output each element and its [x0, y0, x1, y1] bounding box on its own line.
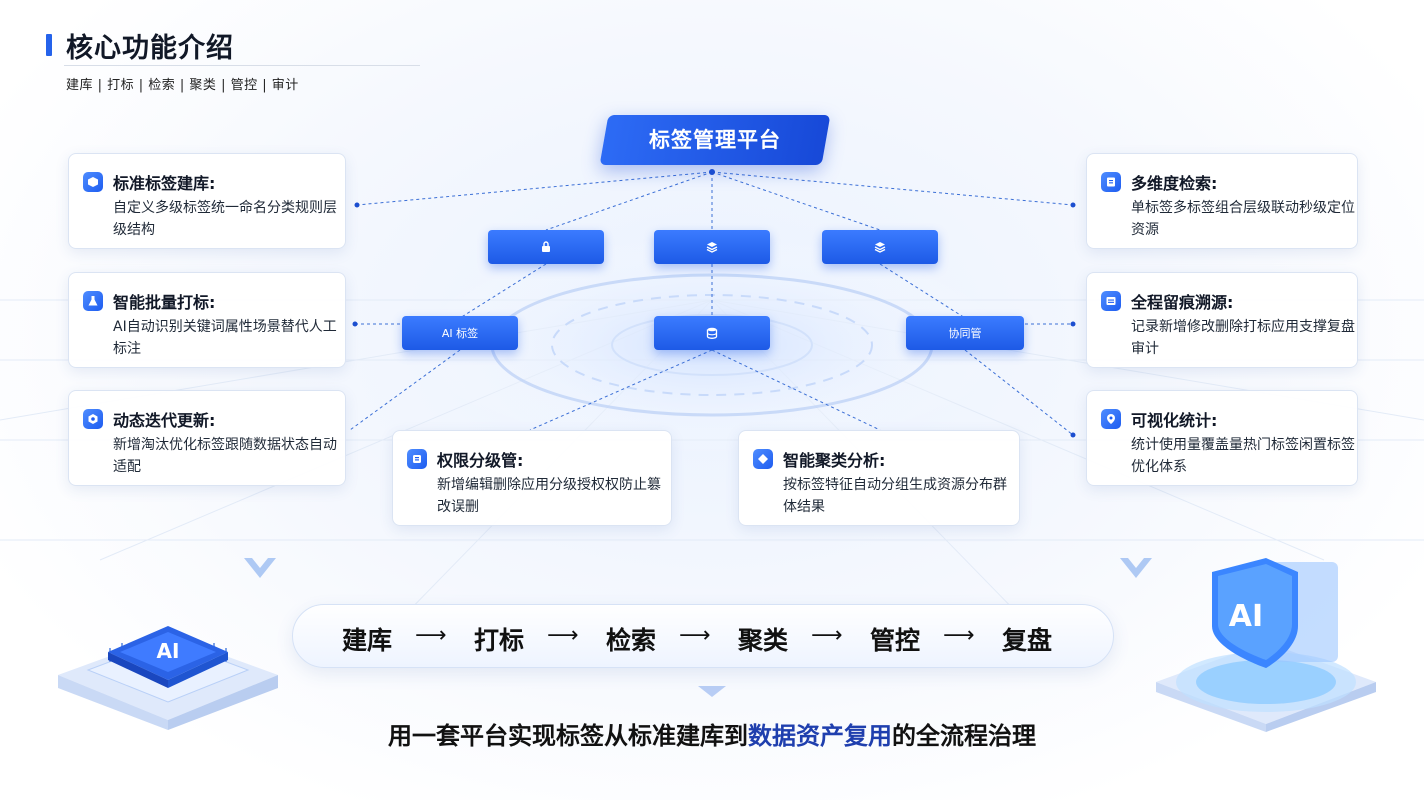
feature-desc: 按标签特征自动分组生成资源分布群体结果: [783, 477, 1007, 515]
feature-card-permission: 权限分级管: 新增编辑删除应用分级授权权防止篡改误删: [392, 430, 672, 526]
feature-title: 权限分级管:: [437, 451, 524, 470]
feature-desc: 新增淘汰优化标签跟随数据状态自动适配: [113, 437, 337, 475]
platform-label: 标签管理平台: [649, 128, 781, 152]
feature-card-audit-trail: 全程留痕溯源: 记录新增修改删除打标应用支撑复盘审计: [1086, 272, 1358, 368]
flow-step: 建库: [342, 626, 393, 655]
tagline: 用一套平台实现标签从标准建库到数据资产复用的全流程治理: [0, 716, 1424, 751]
ai-shield-icon: AI: [1156, 558, 1376, 732]
feature-card-batch-tagging: 智能批量打标: AI自动识别关键词属性场景替代人工标注: [68, 272, 346, 368]
flow-step: 聚类: [738, 626, 789, 655]
flow-arrow: ⟶: [415, 623, 447, 648]
stack-icon: [874, 242, 886, 253]
tagline-part1: 用一套平台实现标签从标准建库到: [388, 722, 748, 750]
flow-step: 管控: [870, 626, 921, 655]
process-flow-bar: [292, 604, 1114, 668]
flow-arrow: ⟶: [679, 623, 711, 648]
search-doc-icon: [1101, 172, 1121, 192]
flow-arrow: ⟶: [547, 623, 579, 648]
feature-title: 可视化统计:: [1131, 411, 1218, 430]
node-stack: [822, 230, 938, 264]
chevron-down-right-icon: [1120, 558, 1152, 578]
node-right-tag: 协同管: [906, 316, 1024, 350]
feature-title: 动态迭代更新:: [113, 411, 216, 430]
feature-desc: 记录新增修改删除打标应用支撑复盘审计: [1131, 319, 1355, 357]
tagline-part3: 的全流程治理: [892, 722, 1036, 750]
feature-title: 智能批量打标:: [113, 293, 216, 312]
lock-icon: [542, 241, 550, 252]
log-icon: [1101, 291, 1121, 311]
flow-arrow: ⟶: [943, 623, 975, 648]
feature-title: 智能聚类分析:: [783, 451, 886, 470]
flow-step: 复盘: [1002, 626, 1053, 655]
feature-title: 标准标签建库:: [113, 174, 216, 193]
ai-badge-left: AI: [157, 639, 180, 663]
tagline-highlight: 数据资产复用: [748, 722, 892, 750]
refresh-icon: [83, 409, 103, 429]
node-ai-tag: AI 标签: [402, 316, 518, 350]
flask-icon: [83, 291, 103, 311]
cluster-icon: [753, 449, 773, 469]
page-subtitle: 建库 | 打标 | 检索 | 聚类 | 管控 | 审计: [66, 78, 299, 93]
feature-title: 多维度检索:: [1131, 174, 1218, 193]
feature-desc: 统计使用量覆盖量热门标签闲置标签优化体系: [1131, 437, 1355, 475]
layers-icon: [706, 242, 718, 253]
chart-pin-icon: [1101, 409, 1121, 429]
feature-desc: AI自动识别关键词属性场景替代人工标注: [113, 319, 337, 357]
page-title: 核心功能介绍: [66, 33, 234, 64]
ai-chip-icon: AI: [58, 626, 278, 730]
ai-badge-right: AI: [1229, 599, 1263, 634]
chevron-down-left-icon: [244, 558, 276, 578]
flow-step: 打标: [474, 626, 525, 655]
feature-card-multi-search: 多维度检索: 单标签多标签组合层级联动秒级定位资源: [1086, 153, 1358, 249]
cube-icon: [83, 172, 103, 192]
flow-arrow: ⟶: [811, 623, 843, 648]
title-accent-bar: [46, 34, 52, 56]
node-layers: [654, 230, 770, 264]
feature-card-clustering: 智能聚类分析: 按标签特征自动分组生成资源分布群体结果: [738, 430, 1020, 526]
feature-desc: 单标签多标签组合层级联动秒级定位资源: [1131, 200, 1355, 238]
feature-desc: 新增编辑删除应用分级授权权防止篡改误删: [437, 477, 661, 515]
feature-title: 全程留痕溯源:: [1131, 293, 1234, 312]
feature-card-visual-stats: 可视化统计: 统计使用量覆盖量热门标签闲置标签优化体系: [1086, 390, 1358, 486]
flow-step: 检索: [606, 626, 657, 655]
node-lock: [488, 230, 604, 264]
shield-icon: [407, 449, 427, 469]
feature-desc: 自定义多级标签统一命名分类规则层级结构: [113, 200, 337, 238]
feature-card-standard-library: 标准标签建库: 自定义多级标签统一命名分类规则层级结构: [68, 153, 346, 249]
chevron-down-center-icon: [698, 686, 726, 697]
database-icon: [706, 327, 718, 339]
title-divider: [64, 65, 420, 66]
feature-card-dynamic-update: 动态迭代更新: 新增淘汰优化标签跟随数据状态自动适配: [68, 390, 346, 486]
node-database: [654, 316, 770, 350]
